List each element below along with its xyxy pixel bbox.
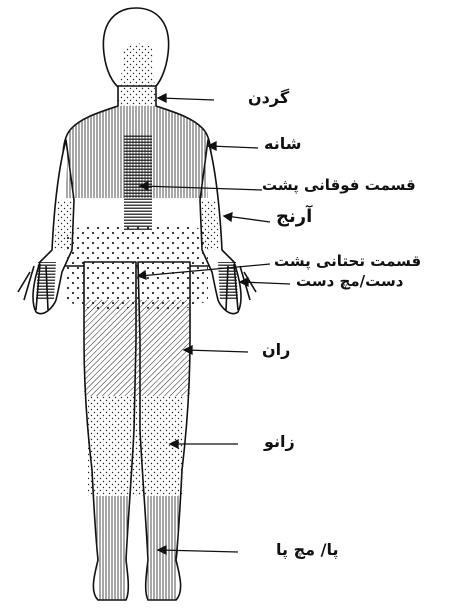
neck-shading <box>118 44 156 107</box>
label-thigh: ران <box>262 340 290 359</box>
thigh-arrow <box>186 350 248 352</box>
label-knee: زانو <box>264 432 295 451</box>
label-lower-back: قسمت تحتانی پشت <box>274 252 421 270</box>
shoulder-arrow <box>210 146 258 148</box>
label-elbow: آرنج <box>276 206 312 227</box>
elbow-arrow <box>226 216 270 222</box>
label-neck: گردن <box>248 88 289 107</box>
lower-back-shading <box>66 224 208 310</box>
label-wrist-hand: دست/مچ دست <box>296 272 403 290</box>
wrist-arrow <box>242 282 290 284</box>
label-ankle-foot: پا/ مچ پا <box>276 540 338 559</box>
label-upper-back: قسمت فوقانی پشت <box>262 176 416 194</box>
label-shoulder: شانه <box>264 134 301 153</box>
ankle-foot-shading <box>96 496 180 600</box>
knee-shading <box>88 396 184 496</box>
thigh-shading <box>84 300 190 396</box>
neck-arrow <box>160 98 214 100</box>
left-wrist-shading <box>36 262 56 300</box>
